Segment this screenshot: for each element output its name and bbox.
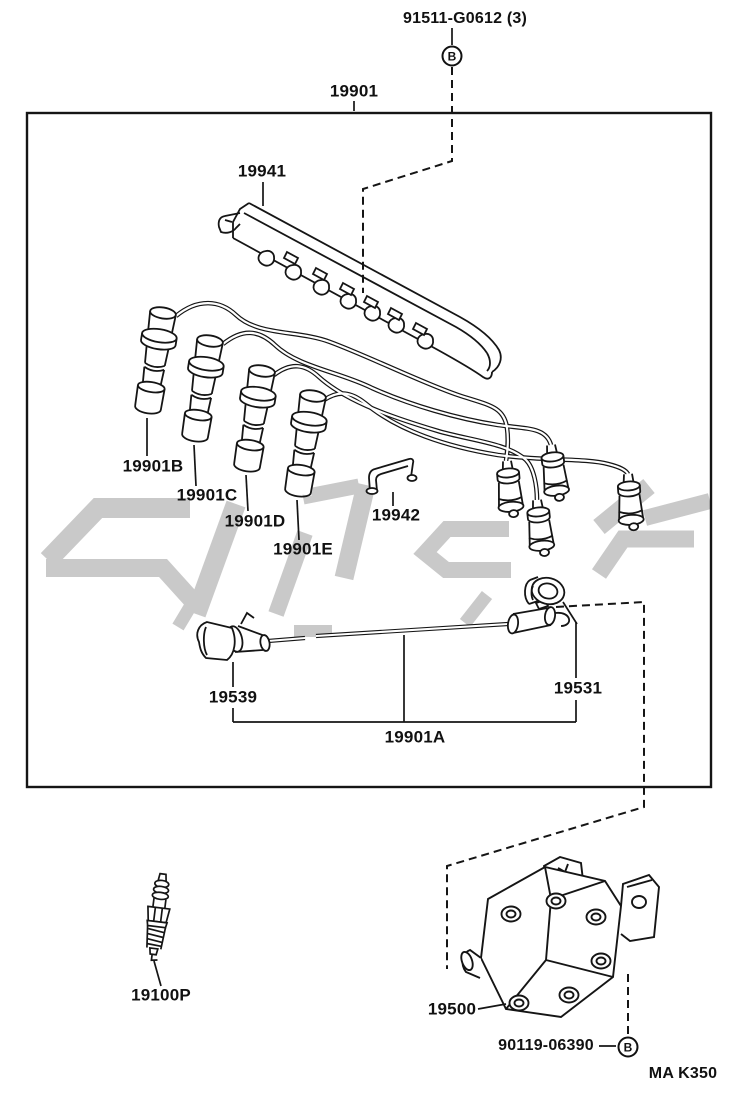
boot-19901B bbox=[128, 303, 183, 417]
label-coil-wire-19901A: 19901A bbox=[384, 727, 446, 747]
label-ignition-coil-19500: 19500 bbox=[427, 999, 477, 1019]
page-footer-code: MA K350 bbox=[648, 1065, 718, 1083]
label-wire-19901D: 19901D bbox=[224, 511, 286, 531]
cover-19941-drawing bbox=[217, 202, 502, 380]
label-wire-19901C: 19901C bbox=[176, 485, 238, 505]
terminal-19539-drawing bbox=[196, 611, 271, 661]
callout-top-screw: 91511-G0612 (3) bbox=[403, 10, 527, 28]
boot-19901D bbox=[227, 361, 282, 475]
fastener-letter: B bbox=[623, 1040, 633, 1054]
label-wire-19901E: 19901E bbox=[273, 539, 333, 559]
callout-bottom-bolt: 90119-06390 bbox=[498, 1037, 594, 1055]
label-terminal-19539: 19539 bbox=[208, 687, 258, 707]
label-spark-plug-19100P: 19100P bbox=[131, 985, 191, 1005]
spark-plug-drawing bbox=[146, 872, 171, 962]
label-grommet-19531: 19531 bbox=[553, 678, 603, 698]
label-wire-set-19901: 19901 bbox=[329, 81, 379, 101]
clamp-bracket-19942-drawing bbox=[365, 457, 418, 495]
label-cover-19941: 19941 bbox=[237, 161, 287, 181]
grommet-19531-drawing bbox=[524, 576, 566, 606]
diagram-frame-box bbox=[25, 111, 713, 789]
coil-wire-assembly-drawing bbox=[196, 576, 571, 661]
fastener-b-bottom-symbol: B bbox=[617, 1036, 639, 1058]
boot-19901C bbox=[175, 331, 230, 445]
label-wire-19901B: 19901B bbox=[122, 456, 184, 476]
fastener-b-top-symbol: B bbox=[441, 45, 463, 67]
ignition-coil-drawing bbox=[460, 855, 660, 1018]
fastener-letter: B bbox=[447, 49, 457, 63]
leader-lines bbox=[146, 28, 616, 1047]
watermark-logo bbox=[40, 478, 713, 637]
boot-19901E bbox=[278, 386, 333, 500]
plug-wires-drawing bbox=[174, 300, 631, 501]
label-clamp-19942: 19942 bbox=[371, 505, 421, 525]
dashed-reference-lines bbox=[362, 67, 645, 1034]
coil-wire-connector-drawing bbox=[506, 598, 571, 635]
